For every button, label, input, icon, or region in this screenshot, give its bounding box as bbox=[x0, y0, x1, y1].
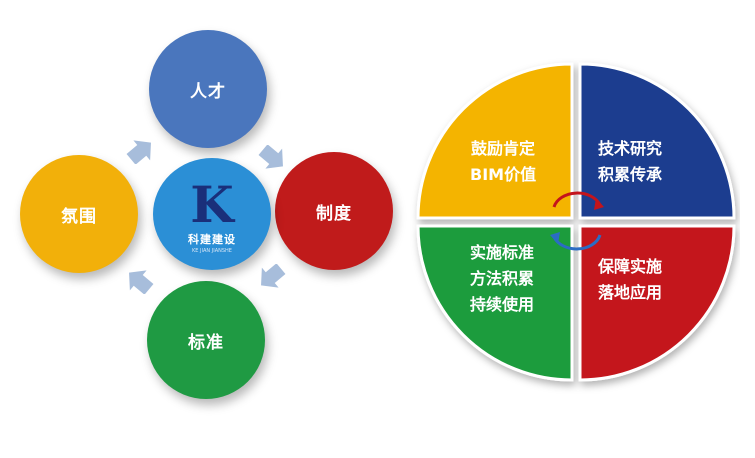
arrow-talent-to-system-icon bbox=[258, 145, 283, 169]
system-label: 制度 bbox=[316, 203, 352, 224]
bottom-left-line-2: 方法积累 bbox=[470, 269, 535, 288]
company-name: 科建建设 bbox=[188, 232, 236, 246]
quadrant-bottom-right-text: 保障实施 落地应用 bbox=[598, 254, 662, 306]
quadrant-top-right bbox=[578, 62, 736, 220]
talent-label: 人才 bbox=[190, 81, 226, 102]
quadrant-pie bbox=[416, 62, 736, 382]
quadrant-top-right-text: 技术研究 积累传承 bbox=[598, 136, 662, 188]
top-right-line-2: 积累传承 bbox=[598, 165, 663, 184]
atmosphere-circle: 氛围 bbox=[20, 155, 138, 273]
k-logo-icon: K bbox=[190, 174, 234, 234]
quadrant-bottom-left-text: 实施标准 方法积累 持续使用 bbox=[470, 240, 534, 318]
bottom-left-line-1: 实施标准 bbox=[470, 243, 535, 262]
top-right-line-1: 技术研究 bbox=[598, 139, 663, 158]
standard-circle: 标准 bbox=[147, 281, 265, 399]
quadrant-bottom-right bbox=[578, 224, 736, 382]
company-subtitle: KE JIAN JIANSHE bbox=[192, 247, 232, 254]
arrow-system-to-standard-icon bbox=[261, 264, 286, 288]
quadrant-top-left bbox=[416, 62, 574, 220]
talent-circle: 人才 bbox=[149, 30, 267, 148]
cycle-arrowhead-blue-icon bbox=[550, 232, 560, 244]
arrow-standard-to-atmosphere-icon bbox=[129, 270, 154, 294]
top-left-line-1: 鼓励肯定 bbox=[471, 139, 536, 158]
system-circle: 制度 bbox=[275, 152, 393, 270]
quadrant-bottom-left bbox=[416, 224, 574, 382]
standard-label: 标准 bbox=[188, 332, 224, 353]
bottom-left-line-3: 持续使用 bbox=[470, 295, 535, 314]
arrow-atmosphere-to-talent-icon bbox=[126, 140, 151, 164]
quadrant-top-left-text: 鼓励肯定 BIM价值 bbox=[470, 136, 536, 188]
center-logo-circle: K 科建建设 KE JIAN JIANSHE bbox=[153, 158, 271, 270]
cycle-arrowhead-red-icon bbox=[594, 198, 604, 210]
bottom-right-line-1: 保障实施 bbox=[598, 257, 663, 276]
top-left-line-2: BIM价值 bbox=[470, 165, 537, 184]
atmosphere-label: 氛围 bbox=[61, 206, 97, 227]
bottom-right-line-2: 落地应用 bbox=[598, 283, 663, 302]
